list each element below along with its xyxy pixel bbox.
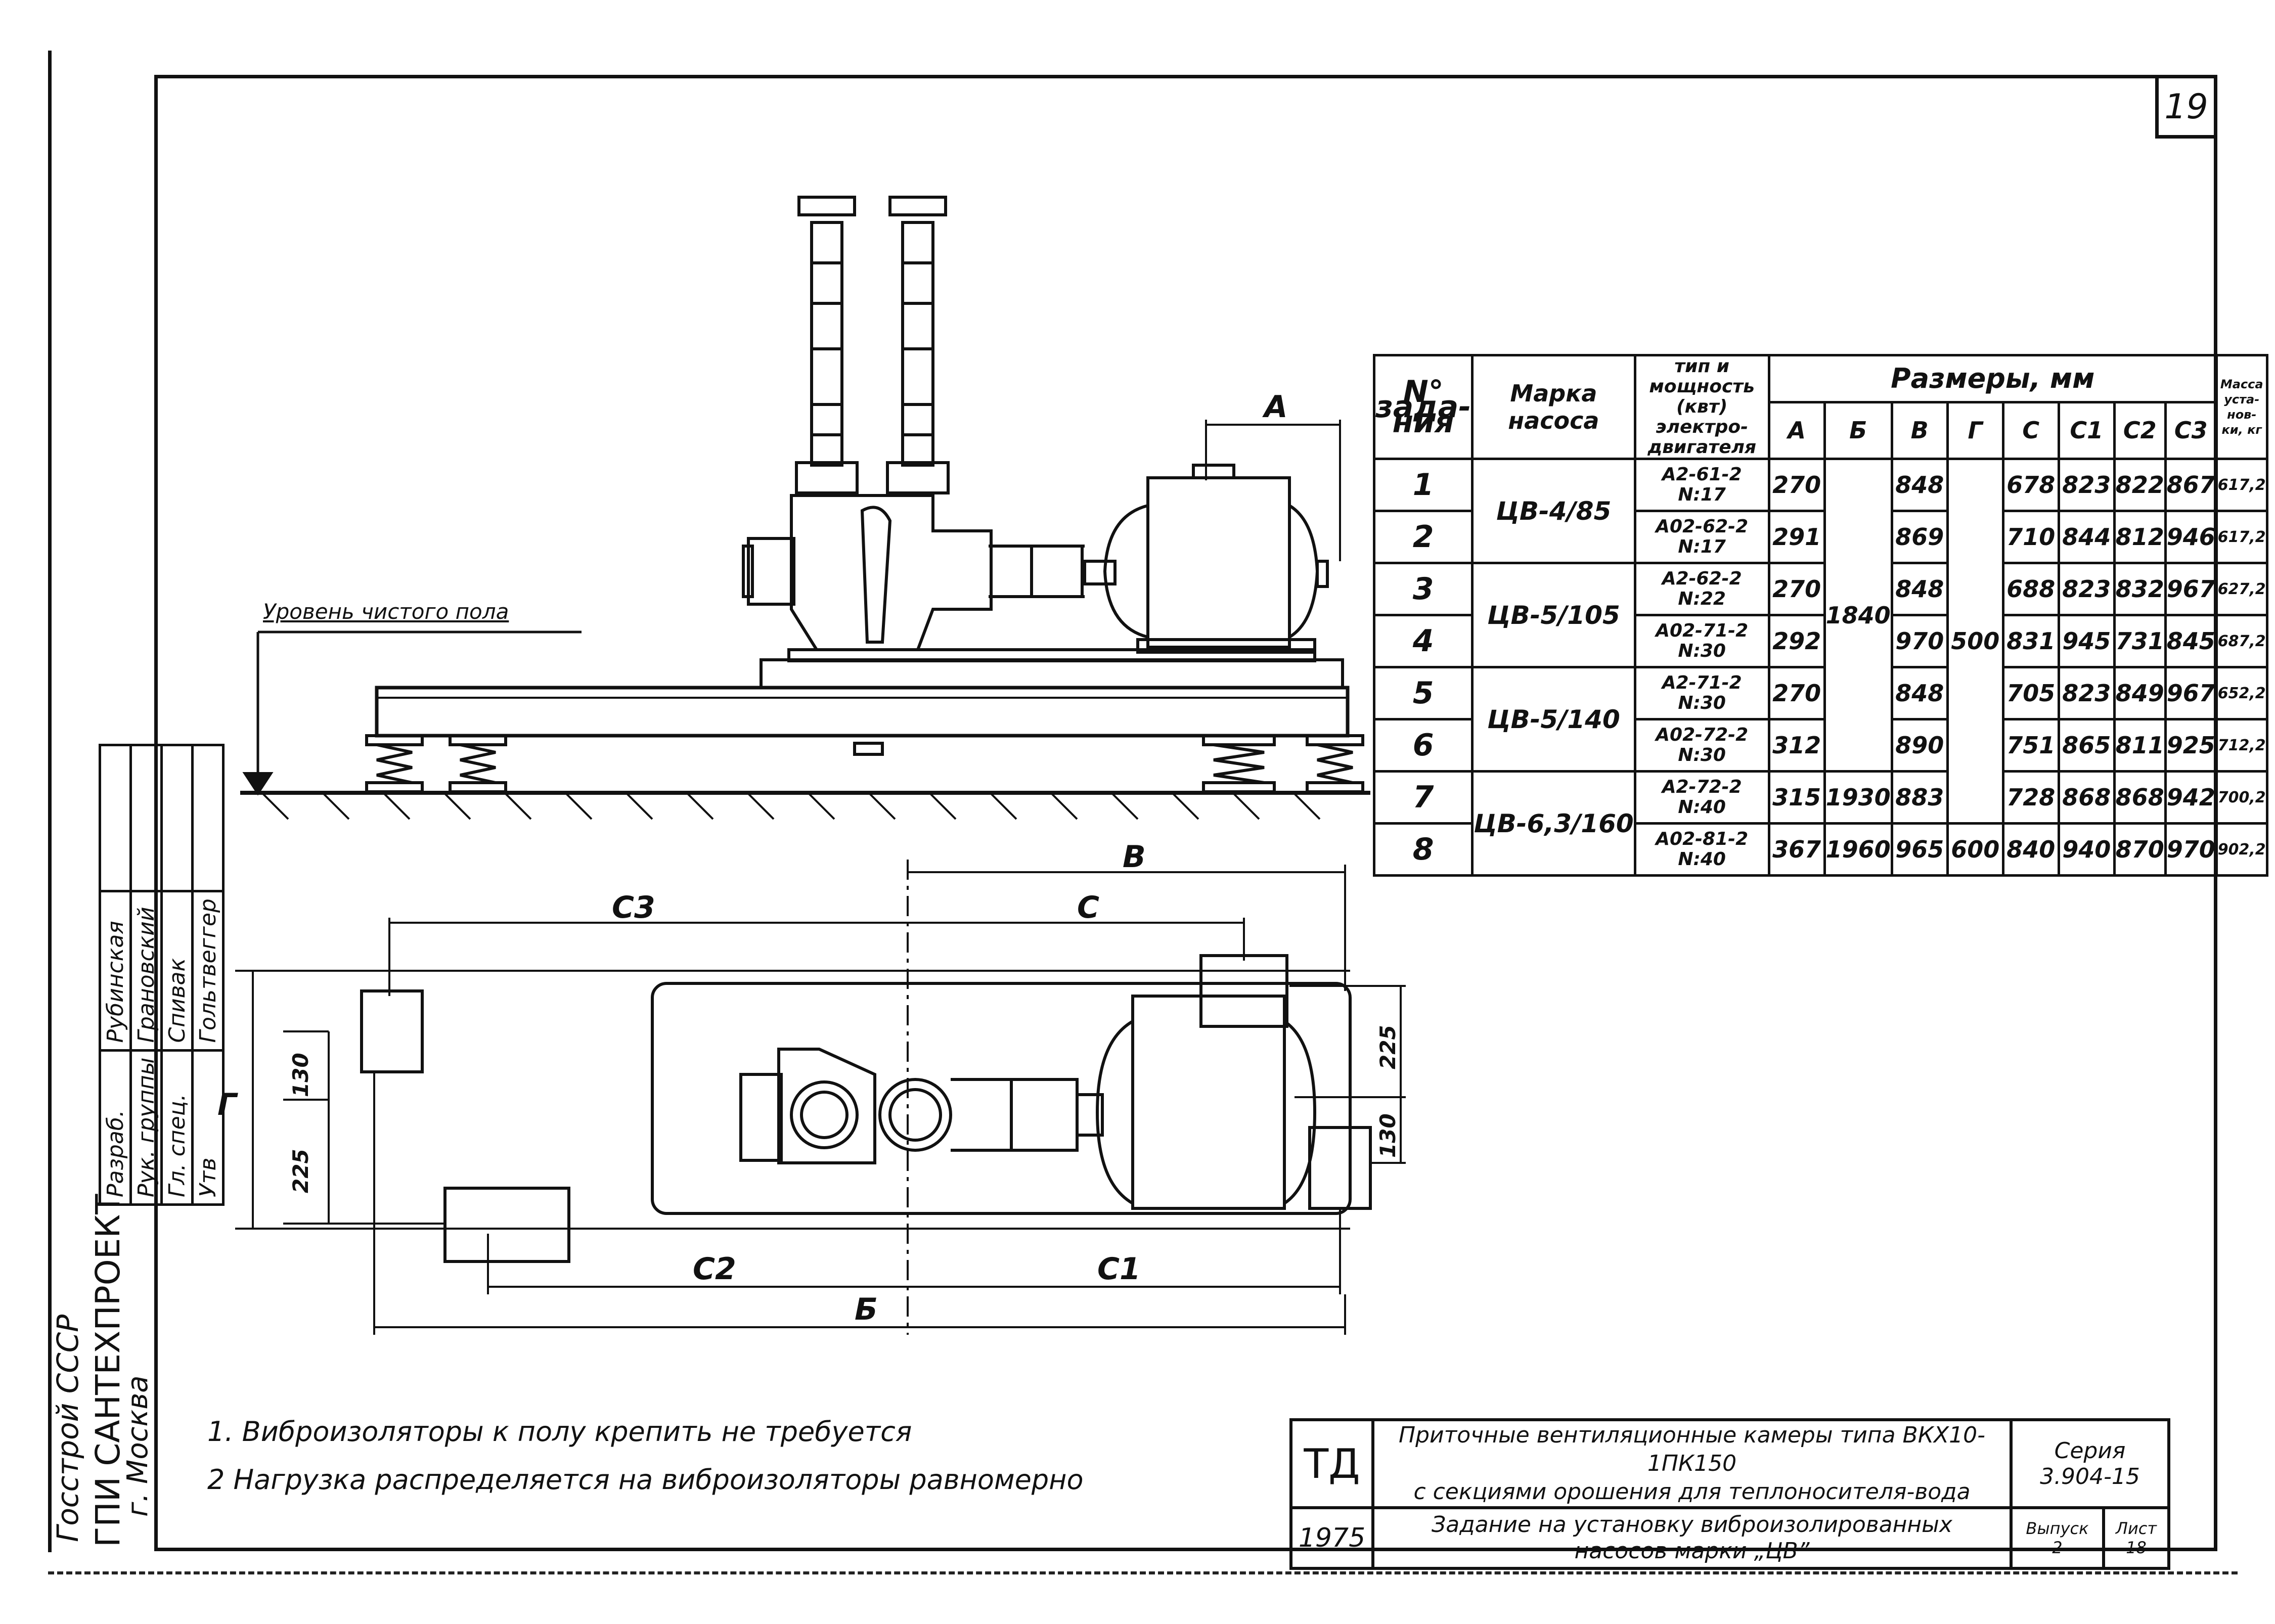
binding-margin-line (48, 51, 52, 1552)
col-g: Г (1946, 400, 2004, 461)
signature (100, 745, 131, 891)
vibration-isolators (365, 734, 1364, 793)
col-a: A (1767, 400, 1826, 461)
role: Утв (192, 1050, 224, 1205)
series-value: 3.904-15 (2040, 1464, 2140, 1490)
issue-value: 2 (2052, 1538, 2063, 1557)
elevation-view (240, 196, 1370, 820)
role: Гл. спец. (161, 1050, 193, 1205)
stamp-title-1: Приточные вентиляционные камеры типа ВКХ… (1399, 1422, 1985, 1476)
dim-g-label: Г (217, 1087, 237, 1122)
name: Спивак (161, 891, 193, 1051)
dim-c1-label: C1 (1097, 1251, 1141, 1287)
dim-c3-label: C3 (612, 890, 655, 925)
pump-spec-table: N° зада-ния Марка насоса тип и мощность … (1372, 354, 2268, 877)
shared-g-cell: 500 (1946, 458, 2004, 825)
dim-c-label: C (1077, 890, 1100, 925)
stamp-title-2: с секциями орошения для теплоносителя-во… (1413, 1479, 1971, 1505)
dim-130-left: 130 (288, 1053, 313, 1097)
note-2: 2 Нагрузка распределяется на виброизолят… (207, 1464, 1084, 1496)
signature-table: Разраб. Рубинская Рук. группы Грановский… (99, 744, 225, 1206)
series-label: Серия (2054, 1438, 2126, 1464)
dim-a-label: A (1264, 389, 1288, 425)
col-c3: C3 (2164, 400, 2218, 461)
stamp-year: 1975 (1289, 1506, 1374, 1570)
col-b-short: Б (1823, 400, 1893, 461)
sizes-header: Размеры, мм (1767, 354, 2218, 403)
stamp-subtitle-1: Задание на установку виброизолированных (1432, 1512, 1952, 1538)
sheet-number: 19 (2155, 75, 2217, 139)
signature (192, 745, 224, 891)
title-block: ТД Приточные вентиляционные камеры типа … (1289, 1418, 2171, 1570)
note-1: 1. Виброизоляторы к полу крепить не треб… (207, 1416, 912, 1448)
sheet-value: 18 (2126, 1538, 2147, 1557)
col-c: C (2001, 400, 2060, 461)
col-c1: C1 (2057, 400, 2116, 461)
org-city: г. Москва (121, 1375, 154, 1517)
dim-130-right: 130 (1375, 1113, 1400, 1158)
plan-dimensions (252, 865, 1406, 1335)
dim-b-label: B (1123, 839, 1146, 875)
col-c2: C2 (2113, 400, 2167, 461)
cut-line (48, 1571, 2238, 1574)
dim-c2-label: C2 (693, 1251, 736, 1287)
name: Гольтвеггер (192, 891, 224, 1051)
col-mass-header: Масса уста-нов-ки, кг (2215, 354, 2268, 460)
stamp-subtitle-2: насосов марки „ЦВ” (1574, 1538, 1810, 1564)
signature (161, 745, 193, 891)
motor-elevation (1103, 464, 1329, 654)
role: Разраб. (100, 1050, 131, 1205)
col-b: B (1890, 400, 1949, 461)
flex-connectors (795, 196, 950, 494)
role: Рук. группы (130, 1050, 162, 1205)
floor-level-label: Уровень чистого пола (263, 599, 509, 624)
shared-b-cell: 1840 (1823, 458, 1893, 773)
name: Рубинская (100, 891, 131, 1051)
col-motor-header: тип и мощность (квт) электро-двигателя (1633, 354, 1770, 460)
dim-225-left: 225 (288, 1149, 313, 1193)
col-brand-header: Марка насоса (1471, 354, 1636, 460)
name: Грановский (130, 891, 162, 1051)
stamp-td: ТД (1289, 1418, 1374, 1509)
floor-hatch (262, 793, 1321, 820)
org-gosstroy: Госстрой СССР (51, 1314, 85, 1542)
col-no-header: N° зада-ния (1372, 354, 1474, 460)
issue-label: Выпуск (2026, 1519, 2089, 1538)
signature (130, 745, 162, 891)
sheet-label: Лист (2115, 1519, 2157, 1538)
dim-b-short-label: Б (855, 1292, 878, 1327)
dim-225-right: 225 (1375, 1025, 1400, 1069)
plan-view (235, 860, 1406, 1335)
